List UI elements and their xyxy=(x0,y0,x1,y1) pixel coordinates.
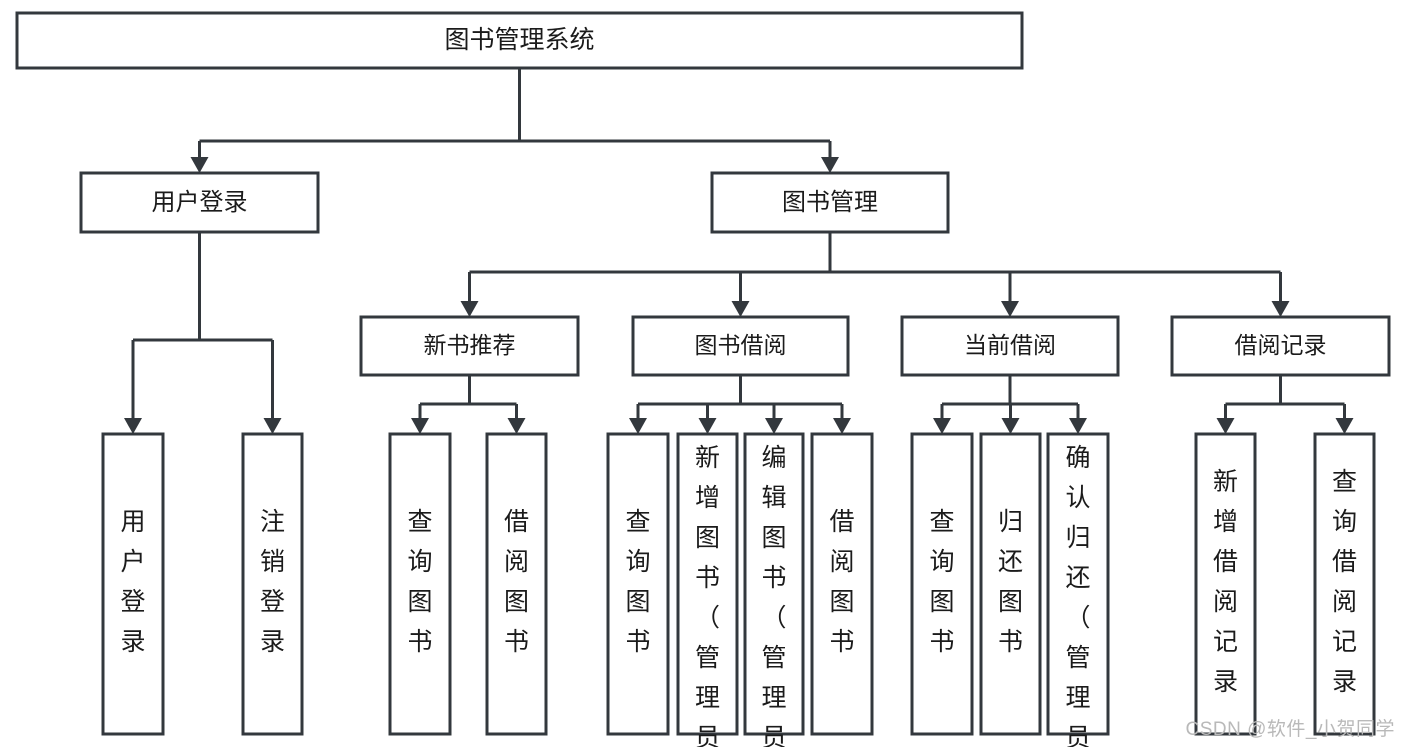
node-leaf-1[interactable]: 注销登录 xyxy=(241,432,304,736)
node-level2-3[interactable]: 借阅记录 xyxy=(1170,315,1391,377)
node-leaf-6[interactable]: 编辑图书（管理员） xyxy=(743,432,805,747)
node-label-vertical: 确认归还（管理员） xyxy=(1065,444,1090,747)
node-label-vertical: 新增图书（管理员） xyxy=(695,444,720,747)
arrow-head-icon xyxy=(1335,418,1354,434)
node-leaf-8[interactable]: 查询图书 xyxy=(910,432,974,736)
node-box xyxy=(710,171,950,234)
node-label: 图书管理系统 xyxy=(444,26,594,54)
node-leaf-11[interactable]: 新增借阅记录 xyxy=(1194,432,1257,736)
node-label-vertical: 借阅图书 xyxy=(829,508,854,656)
node-leaf-10[interactable]: 确认归还（管理员） xyxy=(1046,432,1110,747)
arrow-head-icon xyxy=(698,418,717,434)
node-label-vertical: 用户登录 xyxy=(120,508,145,656)
node-box xyxy=(388,432,452,736)
node-level2-2[interactable]: 当前借阅 xyxy=(900,315,1120,377)
node-leaf-0[interactable]: 用户登录 xyxy=(101,432,165,736)
node-box xyxy=(810,432,874,736)
node-label-vertical: 注销登录 xyxy=(260,508,285,656)
node-level2-1[interactable]: 图书借阅 xyxy=(631,315,850,377)
arrow-head-icon xyxy=(629,418,647,434)
node-box xyxy=(101,432,165,736)
node-box xyxy=(979,432,1042,736)
arrow-head-icon xyxy=(124,418,142,434)
watermark-text: CSDN @软件_小贺同学 xyxy=(1185,719,1395,740)
node-box xyxy=(900,315,1120,377)
arrow-head-icon xyxy=(833,418,851,434)
arrow-head-icon xyxy=(1216,418,1235,434)
node-label-vertical: 新增借阅记录 xyxy=(1213,468,1238,696)
node-box xyxy=(910,432,974,736)
node-leaf-2[interactable]: 查询图书 xyxy=(388,432,452,736)
arrow-head-icon xyxy=(731,301,750,317)
node-label: 当前借阅 xyxy=(964,332,1056,358)
node-box xyxy=(606,432,670,736)
node-box xyxy=(1170,315,1391,377)
node-label: 图书借阅 xyxy=(695,332,787,358)
node-box xyxy=(743,432,805,736)
node-layer: 图书管理系统用户登录图书管理新书推荐图书借阅当前借阅借阅记录用户登录注销登录查询… xyxy=(15,11,1391,747)
arrow-head-icon xyxy=(1271,301,1290,317)
node-label: 借阅记录 xyxy=(1235,332,1327,358)
node-label-vertical: 借阅图书 xyxy=(504,508,529,656)
node-box xyxy=(1194,432,1257,736)
arrow-head-icon xyxy=(765,418,783,434)
node-box xyxy=(676,432,739,736)
node-label-vertical: 查询图书 xyxy=(625,508,650,656)
node-leaf-7[interactable]: 借阅图书 xyxy=(810,432,874,736)
node-box xyxy=(79,171,320,234)
arrow-head-icon xyxy=(263,418,282,434)
arrow-head-icon xyxy=(1001,418,1020,434)
node-leaf-4[interactable]: 查询图书 xyxy=(606,432,670,736)
node-leaf-9[interactable]: 归还图书 xyxy=(979,432,1042,736)
arrow-head-icon xyxy=(411,418,429,434)
node-label-vertical: 查询图书 xyxy=(407,508,432,656)
node-leaf-3[interactable]: 借阅图书 xyxy=(485,432,548,736)
node-root[interactable]: 图书管理系统 xyxy=(15,11,1024,70)
node-level1-0[interactable]: 用户登录 xyxy=(79,171,320,234)
node-box xyxy=(631,315,850,377)
node-label-vertical: 查询图书 xyxy=(929,508,954,656)
node-box xyxy=(1046,432,1110,736)
node-label-vertical: 编辑图书（管理员） xyxy=(761,444,786,747)
arrow-head-icon xyxy=(507,418,526,434)
node-label: 新书推荐 xyxy=(424,332,516,358)
arrow-head-icon xyxy=(1069,418,1087,434)
node-label-vertical: 查询借阅记录 xyxy=(1332,468,1357,696)
node-leaf-12[interactable]: 查询借阅记录 xyxy=(1313,432,1376,736)
node-leaf-5[interactable]: 新增图书（管理员） xyxy=(676,432,739,747)
arrow-head-icon xyxy=(821,157,839,173)
node-level1-1[interactable]: 图书管理 xyxy=(710,171,950,234)
arrow-head-icon xyxy=(933,418,951,434)
node-label: 图书管理 xyxy=(782,189,878,216)
node-label: 用户登录 xyxy=(152,189,248,216)
connector-layer xyxy=(124,68,1354,434)
node-box xyxy=(241,432,304,736)
node-box xyxy=(485,432,548,736)
node-level2-0[interactable]: 新书推荐 xyxy=(359,315,580,377)
node-box xyxy=(359,315,580,377)
arrow-head-icon xyxy=(460,301,479,317)
node-label-vertical: 归还图书 xyxy=(998,508,1023,656)
arrow-head-icon xyxy=(190,157,209,173)
arrow-head-icon xyxy=(1001,301,1019,317)
node-box xyxy=(1313,432,1376,736)
node-box xyxy=(15,11,1024,70)
